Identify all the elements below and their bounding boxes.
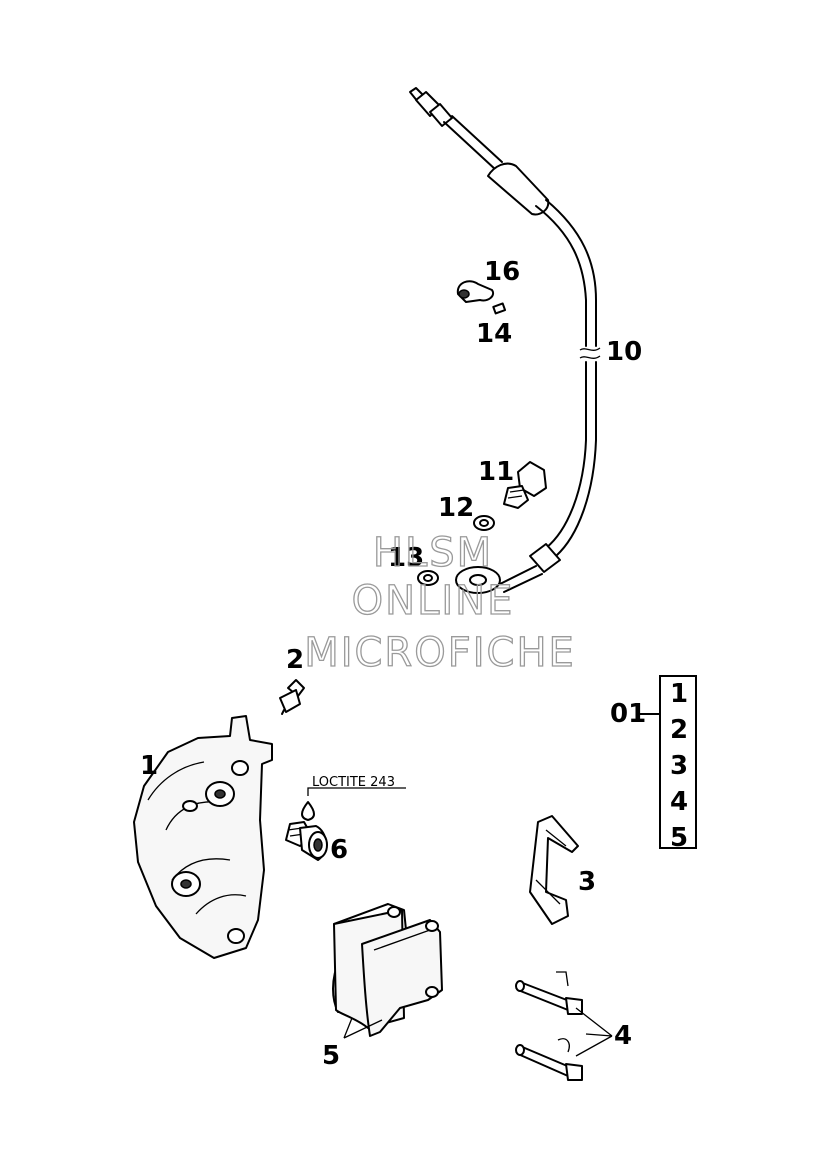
callout-3: 3 [578,867,596,897]
bleeder-valve[interactable] [279,679,305,715]
watermark-line-3: MICROFICHE [304,630,576,676]
kit-item-4: 4 [670,787,688,817]
kit-label: 01 [610,699,646,729]
watermark-line-1: HLSM [373,530,493,576]
loctite-note: LOCTITE 243 [312,775,395,790]
banjo-bolt[interactable] [503,461,547,509]
callout-2: 2 [286,645,304,675]
pin-lower[interactable] [515,1038,583,1081]
callout-1: 1 [140,751,158,781]
callout-4: 4 [614,1021,632,1051]
callout-11: 11 [478,457,514,487]
caliper-screw[interactable] [285,821,328,861]
kit-legend [640,675,697,849]
brake-pad-front[interactable] [361,919,443,1037]
clip-screw[interactable] [492,302,507,315]
callout-13: 13 [388,543,424,573]
pin-upper[interactable] [515,971,583,1015]
callout-5: 5 [322,1041,340,1071]
callout-16: 16 [484,257,520,287]
washer-13[interactable] [417,570,439,586]
brake-caliper[interactable] [133,715,273,959]
brake-hose[interactable] [409,87,601,594]
loctite-drop-icon [301,801,315,821]
watermark-line-2: ONLINE [352,578,515,624]
spring-clip[interactable] [529,815,579,925]
hose-clip[interactable] [456,280,494,303]
washer-12[interactable] [473,515,495,531]
callout-10: 10 [606,337,642,367]
callout-14: 14 [476,319,512,349]
kit-item-5: 5 [670,823,688,853]
kit-item-2: 2 [670,715,688,745]
kit-item-1: 1 [670,679,688,709]
callout-6: 6 [330,835,348,865]
callout-12: 12 [438,493,474,523]
kit-item-3: 3 [670,751,688,781]
